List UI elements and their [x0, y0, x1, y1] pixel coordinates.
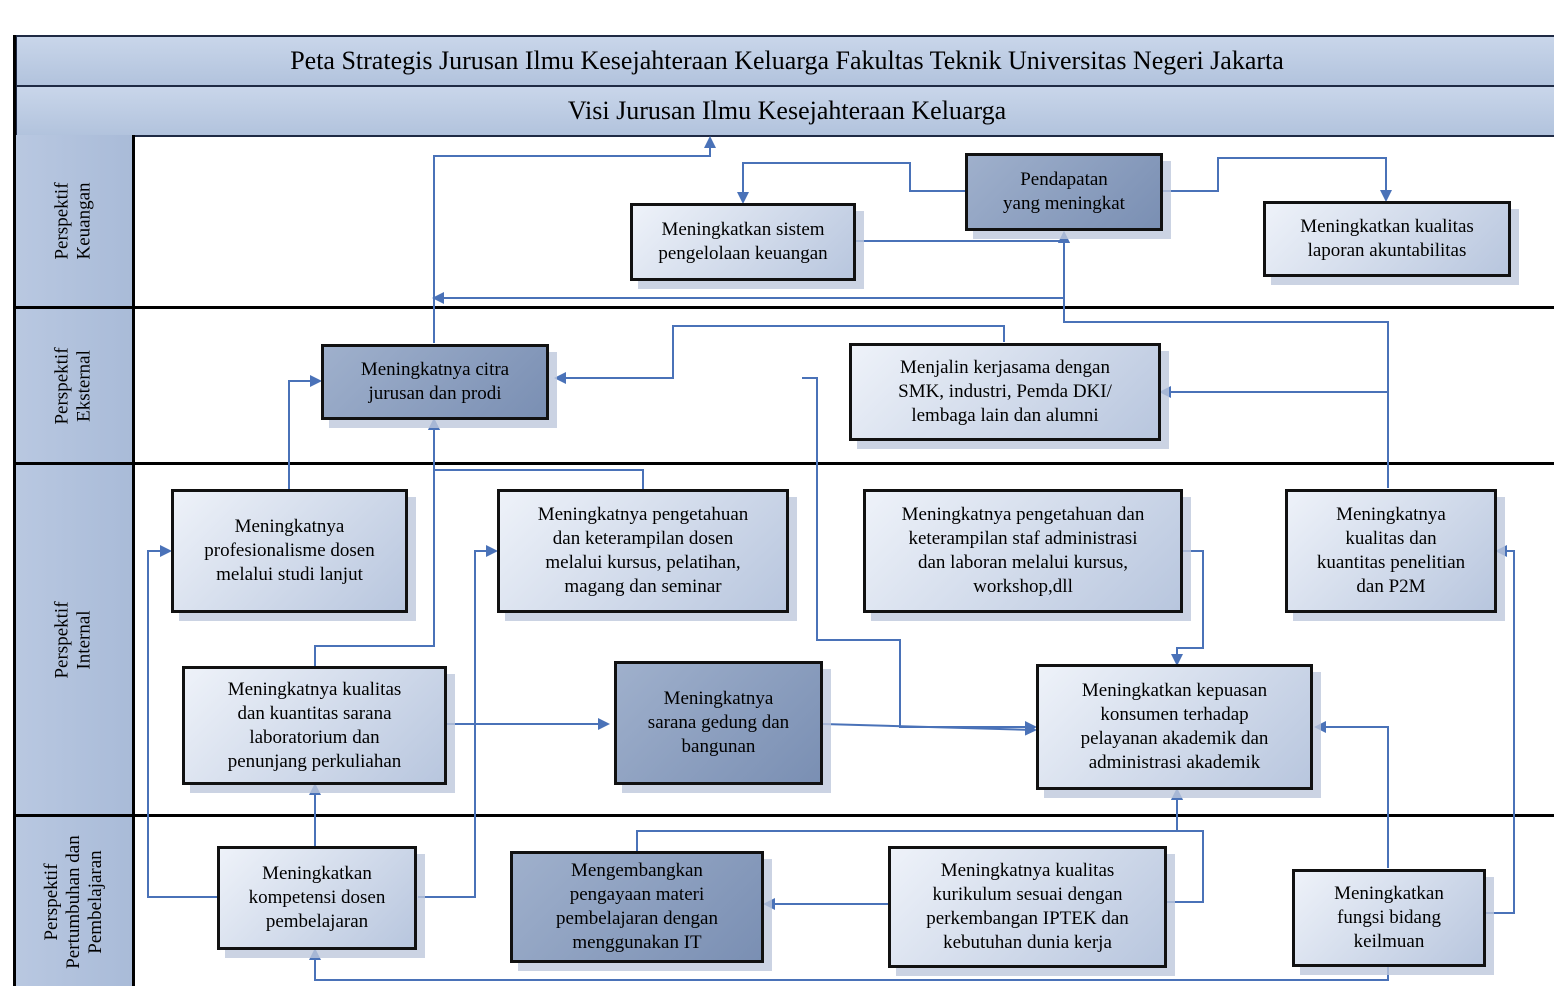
node-sarana-lab: Meningkatnya kualitas dan kuantitas sara… — [182, 666, 447, 785]
lane-eksternal: Perspektif Eksternal — [15, 309, 135, 463]
node-sistem-keuangan: Meningkatkan sistem pengelolaan keuangan — [630, 203, 856, 281]
lane-divider — [15, 814, 1554, 817]
arrow — [418, 545, 498, 898]
arrow — [309, 948, 1389, 981]
lane-internal: Perspektif Internal — [15, 465, 135, 815]
arrow — [288, 375, 322, 489]
vision-bar: Visi Jurusan Ilmu Kesejahteraan Keluarga — [15, 85, 1554, 137]
left-border — [13, 35, 16, 986]
node-laporan: Meningkatkan kualitas laporan akuntabili… — [1263, 201, 1511, 277]
arrow — [822, 723, 1037, 736]
vision-title: Visi Jurusan Ilmu Kesejahteraan Keluarga — [567, 96, 1007, 125]
arrow — [554, 325, 1005, 384]
arrow — [433, 136, 716, 343]
arrow — [1058, 231, 1389, 488]
node-keilmuan: Meningkatkan fungsi bidang keilmuan — [1292, 869, 1486, 967]
node-pendapatan: Pendapatan yang meningkat — [965, 153, 1163, 231]
lane-keuangan: Perspektif Keuangan — [15, 135, 135, 307]
node-pengetahuan-staf: Meningkatnya pengetahuan dan keterampila… — [863, 489, 1183, 613]
node-materi-it: Mengembangkan pengayaan materi pembelaja… — [510, 851, 764, 963]
node-pengetahuan-dosen: Meningkatnya pengetahuan dan keterampila… — [497, 489, 789, 613]
arrow — [737, 162, 965, 204]
node-citra: Meningkatnya citra jurusan dan prodi — [321, 344, 549, 420]
lane-pertumbuhan: Perspektif Pertumbuhan dan Pembelajaran — [15, 817, 135, 986]
lane-divider — [15, 462, 1554, 465]
arrow — [1167, 788, 1204, 903]
node-penelitian: Meningkatnya kualitas dan kuantitas pene… — [1285, 489, 1497, 613]
arrow — [1171, 550, 1204, 666]
node-gedung: Meningkatnya sarana gedung dan bangunan — [614, 661, 823, 785]
arrow — [428, 418, 644, 489]
node-kompetensi: Meningkatkan kompetensi dosen pembelajar… — [217, 846, 417, 950]
arrow — [856, 231, 1070, 243]
arrow — [1486, 545, 1515, 914]
arrow — [314, 418, 440, 666]
title-bar: Peta Strategis Jurusan Ilmu Kesejahteraa… — [15, 35, 1554, 87]
arrow — [1163, 157, 1392, 202]
page-title: Peta Strategis Jurusan Ilmu Kesejahteraa… — [290, 46, 1284, 75]
arrow — [147, 545, 218, 898]
arrow — [636, 788, 1183, 851]
node-profesionalisme: Meningkatnya profesionalisme dosen melal… — [171, 489, 408, 613]
node-kepuasan: Meningkatkan kepuasan konsumen terhadap … — [1036, 664, 1313, 790]
lane-divider — [15, 306, 1554, 309]
node-kurikulum: Meningkatnya kualitas kurikulum sesuai d… — [888, 846, 1167, 968]
node-kerjasama: Menjalin kerjasama dengan SMK, industri,… — [849, 343, 1161, 441]
arrow — [1314, 721, 1389, 868]
